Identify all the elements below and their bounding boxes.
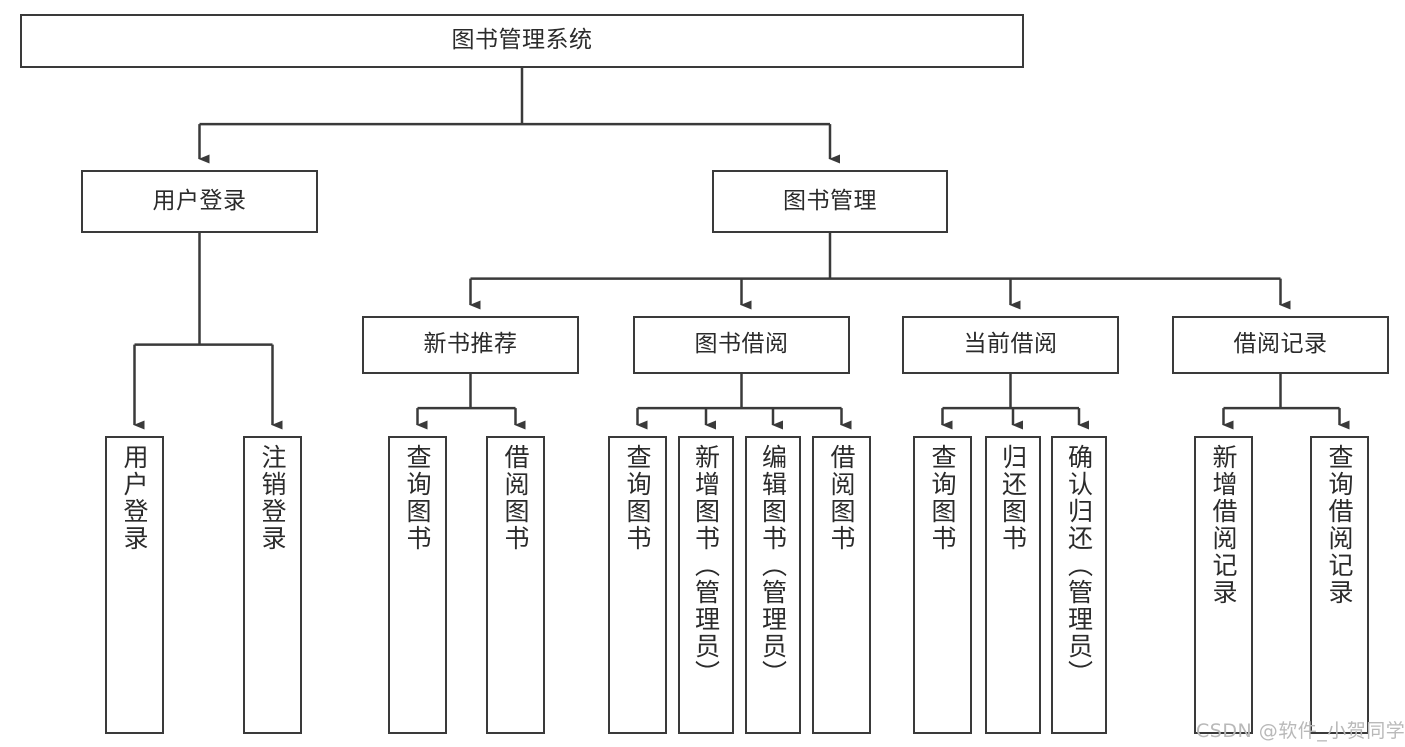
node-leaf-confirm-return[interactable]: 确认归还（管理员） xyxy=(1051,436,1107,734)
node-leaf-return-book[interactable]: 归还图书 xyxy=(985,436,1041,734)
node-leaf-query-book[interactable]: 查询图书 xyxy=(608,436,667,734)
node-label: 用户登录 xyxy=(152,187,247,214)
node-label: 借阅记录 xyxy=(1233,331,1328,358)
node-leaf-query-book-rec[interactable]: 查询图书 xyxy=(388,436,447,734)
node-label: 查询图书 xyxy=(623,444,652,552)
node-leaf-borrow-book[interactable]: 借阅图书 xyxy=(812,436,871,734)
node-book-borrow[interactable]: 图书借阅 xyxy=(633,316,850,374)
node-leaf-borrow-book-rec[interactable]: 借阅图书 xyxy=(486,436,545,734)
node-leaf-edit-book[interactable]: 编辑图书（管理员） xyxy=(745,436,801,734)
node-label: 当前借阅 xyxy=(963,331,1058,358)
watermark: CSDN @软件_小贺同学 xyxy=(1196,720,1405,742)
node-label: 图书管理系统 xyxy=(451,27,593,54)
node-label: 用户登录 xyxy=(120,444,149,552)
node-label: 查询图书 xyxy=(403,444,432,552)
node-label: 查询借阅记录 xyxy=(1325,444,1354,606)
node-label: 图书借阅 xyxy=(694,331,789,358)
node-label: 查询图书 xyxy=(928,444,957,552)
node-leaf-user-login[interactable]: 用户登录 xyxy=(105,436,164,734)
node-user-login[interactable]: 用户登录 xyxy=(81,170,318,233)
node-new-book-rec[interactable]: 新书推荐 xyxy=(362,316,579,374)
node-leaf-query-book-cur[interactable]: 查询图书 xyxy=(913,436,972,734)
node-borrow-record[interactable]: 借阅记录 xyxy=(1172,316,1389,374)
node-leaf-logout[interactable]: 注销登录 xyxy=(243,436,302,734)
node-label: 新书推荐 xyxy=(423,331,518,358)
node-label: 新增图书（管理员） xyxy=(691,444,721,687)
node-label: 借阅图书 xyxy=(501,444,530,552)
node-leaf-query-record[interactable]: 查询借阅记录 xyxy=(1310,436,1369,734)
node-leaf-add-record[interactable]: 新增借阅记录 xyxy=(1194,436,1253,734)
node-book-manage[interactable]: 图书管理 xyxy=(712,170,948,233)
node-leaf-add-book[interactable]: 新增图书（管理员） xyxy=(678,436,734,734)
node-current-borrow[interactable]: 当前借阅 xyxy=(902,316,1119,374)
node-label: 借阅图书 xyxy=(827,444,856,552)
node-label: 归还图书 xyxy=(998,444,1028,552)
node-label: 确认归还（管理员） xyxy=(1064,444,1094,687)
node-label: 注销登录 xyxy=(258,444,287,552)
node-label: 图书管理 xyxy=(783,187,877,214)
node-label: 新增借阅记录 xyxy=(1209,444,1238,606)
node-root[interactable]: 图书管理系统 xyxy=(20,14,1024,68)
node-label: 编辑图书（管理员） xyxy=(758,444,788,687)
